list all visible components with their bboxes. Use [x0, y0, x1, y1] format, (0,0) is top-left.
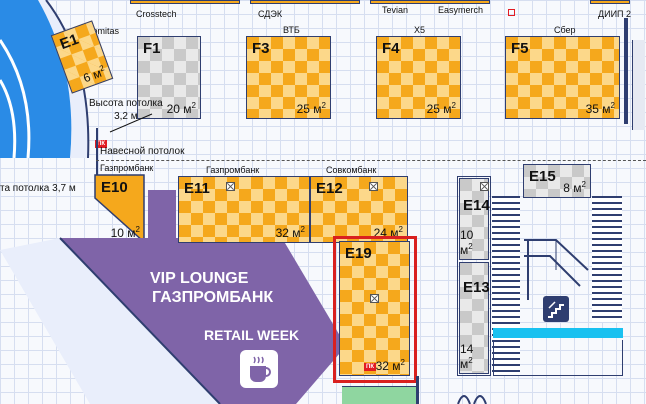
stand-f1[interactable]: F1 20 м2	[137, 36, 201, 119]
retail-week-label: RETAIL WEEK	[204, 327, 300, 343]
sponsor-vtb: ВТБ	[283, 25, 300, 35]
vip-lounge-subtitle: ГАЗПРОМБАНК	[152, 289, 274, 306]
pk-badge-e19: ПК	[364, 363, 376, 371]
stand-e15[interactable]: E15 8 м2	[523, 164, 591, 198]
stand-e12[interactable]: E12 24 м2	[310, 176, 408, 243]
sponsor-comitas: Comitas	[86, 26, 120, 36]
sponsor-gazprombank-e10: Газпромбанк	[100, 163, 154, 173]
first-aid-icon	[508, 9, 515, 16]
sponsor-gazprombank-e11: Газпромбанк	[206, 165, 260, 175]
stand-e13[interactable]: E13 14 м2	[459, 262, 490, 374]
stand-e19[interactable]: E19 32 м2 ПК	[339, 241, 410, 376]
stand-f4[interactable]: F4 25 м2	[376, 36, 461, 119]
stand-f3[interactable]: F3 25 м2	[246, 36, 331, 119]
staircase-right	[592, 196, 622, 322]
suspended-ceiling-label: Навесной потолок	[100, 146, 185, 157]
ceiling-height-label: Высота потолка 3,2 м	[89, 98, 163, 122]
top-label-easymerch: Easymerch	[438, 5, 484, 15]
coffee-cup-icon	[240, 350, 278, 388]
dashed-ceiling-line	[96, 160, 646, 161]
stand-e11[interactable]: E11 32 м2	[178, 176, 310, 243]
selected-stand-highlight	[333, 236, 417, 383]
electric-socket-icon	[369, 182, 378, 191]
stand-e10[interactable]: E10 10 м2	[101, 179, 140, 240]
electric-socket-icon	[226, 182, 235, 191]
top-label-cdek: СДЭК	[258, 9, 283, 19]
top-label-diip2: ДИИП 2	[598, 9, 632, 19]
pk-badge: ПК	[95, 140, 107, 148]
top-label-crosstech: Crosstech	[136, 9, 177, 19]
cyan-barrier	[493, 328, 623, 338]
stand-f5[interactable]: F5 35 м2	[505, 36, 620, 119]
sponsor-sber: Сбер	[554, 25, 576, 35]
top-label-tevian: Tevian	[382, 5, 409, 15]
sponsor-x5: X5	[414, 25, 426, 35]
electric-socket-icon	[480, 182, 489, 191]
staircase-left	[492, 196, 520, 376]
ceiling-height-label-2: та потолка 3,7 м	[0, 183, 76, 194]
electric-socket-icon	[370, 294, 379, 303]
stairs-icon	[543, 296, 569, 322]
sponsor-sovcombank: Совкомбанк	[326, 165, 377, 175]
stand-e14[interactable]: E14 10 м2	[459, 178, 490, 260]
vip-lounge-title: VIP LOUNGE	[150, 270, 249, 287]
